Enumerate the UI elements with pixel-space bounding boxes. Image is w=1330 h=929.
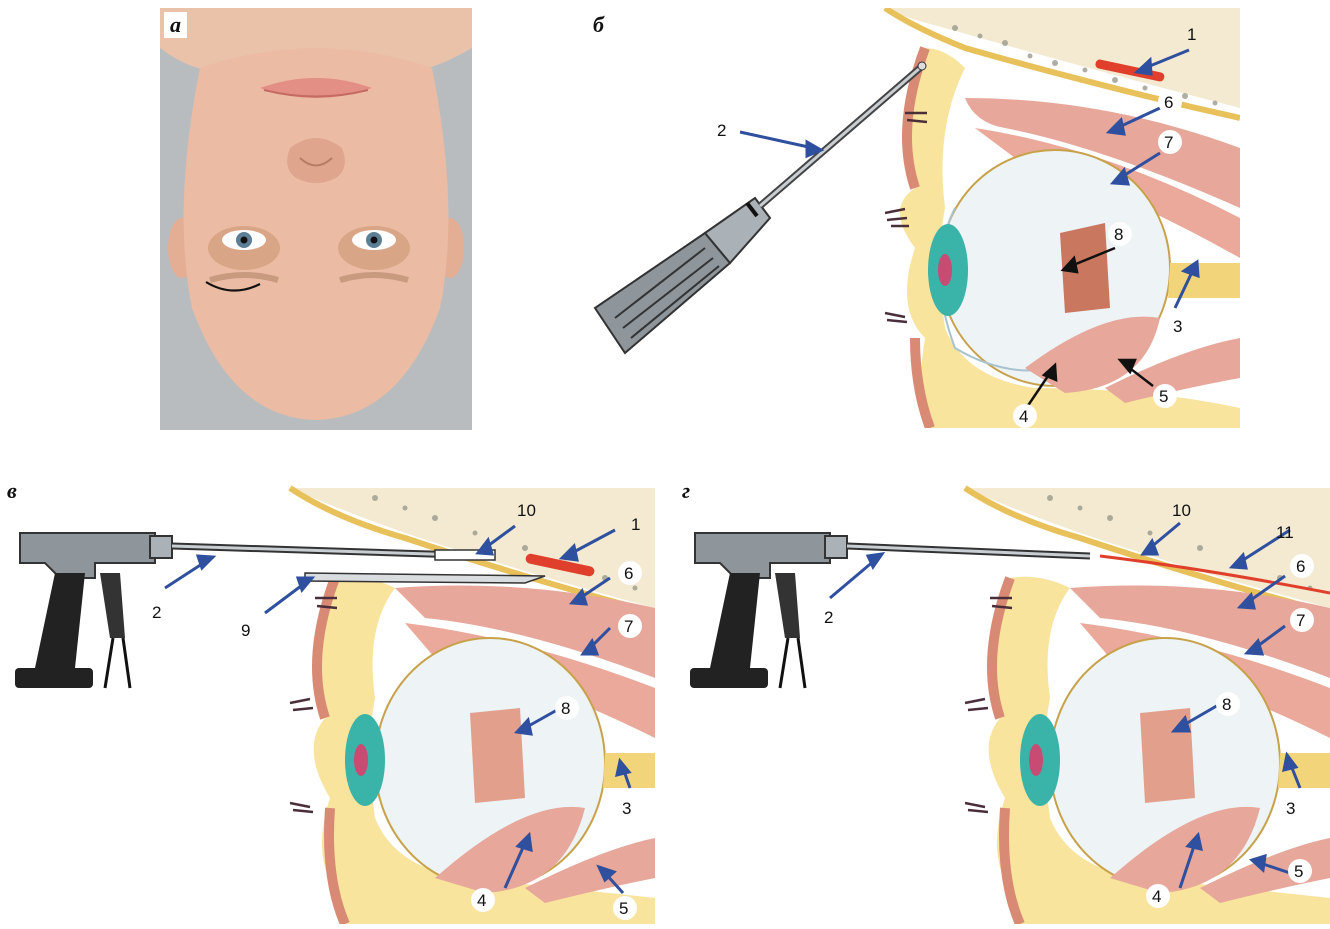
callout-g-7: 7 — [1296, 611, 1305, 630]
callout-b-4: 4 — [1019, 407, 1028, 426]
eye-cross-section: 1 2 3 4 5 6 7 8 — [585, 8, 1240, 428]
callout-v-10: 10 — [517, 501, 536, 520]
callout-v-8: 8 — [561, 699, 570, 718]
callout-g-6: 6 — [1296, 557, 1305, 576]
panel-a-label: а — [164, 12, 187, 38]
callout-g-8: 8 — [1222, 695, 1231, 714]
callout-b-6: 6 — [1164, 93, 1173, 112]
callout-v-7: 7 — [624, 617, 633, 636]
callout-v-1: 1 — [631, 515, 640, 534]
callout-v-5: 5 — [619, 899, 628, 918]
callout-g-4: 4 — [1152, 887, 1161, 906]
rod-instrument — [595, 62, 926, 353]
panel-b: 1 2 3 4 5 6 7 8 б — [585, 8, 1240, 428]
callout-v-6: 6 — [624, 564, 633, 583]
callout-b-1: 1 — [1187, 25, 1196, 44]
callout-v-2: 2 — [152, 603, 161, 622]
panel-a: а — [160, 8, 472, 430]
panel-g: 2 3 4 5 6 7 8 10 11 г — [680, 478, 1330, 924]
panel-v-label: в — [7, 478, 17, 504]
panel-b-label: б — [593, 12, 604, 38]
panel-g-label: г — [682, 478, 690, 504]
eye-cross-section: 2 3 4 5 6 7 8 10 11 — [680, 478, 1330, 924]
callout-g-3: 3 — [1286, 799, 1295, 818]
callout-g-11: 11 — [1276, 523, 1294, 542]
eye-cross-section: 1 2 3 4 5 6 7 8 9 10 — [5, 478, 655, 924]
callout-b-5: 5 — [1159, 387, 1168, 406]
panel-v: 1 2 3 4 5 6 7 8 9 10 в — [5, 478, 655, 924]
callout-b-8: 8 — [1114, 225, 1123, 244]
callout-b-2: 2 — [717, 121, 726, 140]
callout-b-3: 3 — [1173, 317, 1182, 336]
callout-v-3: 3 — [622, 799, 631, 818]
callout-v-4: 4 — [477, 891, 486, 910]
callout-g-10: 10 — [1172, 501, 1191, 520]
callout-b-7: 7 — [1164, 133, 1173, 152]
face-illustration — [160, 8, 472, 430]
callout-g-5: 5 — [1294, 862, 1303, 881]
callout-v-9: 9 — [241, 621, 250, 640]
callout-g-2: 2 — [824, 608, 833, 627]
